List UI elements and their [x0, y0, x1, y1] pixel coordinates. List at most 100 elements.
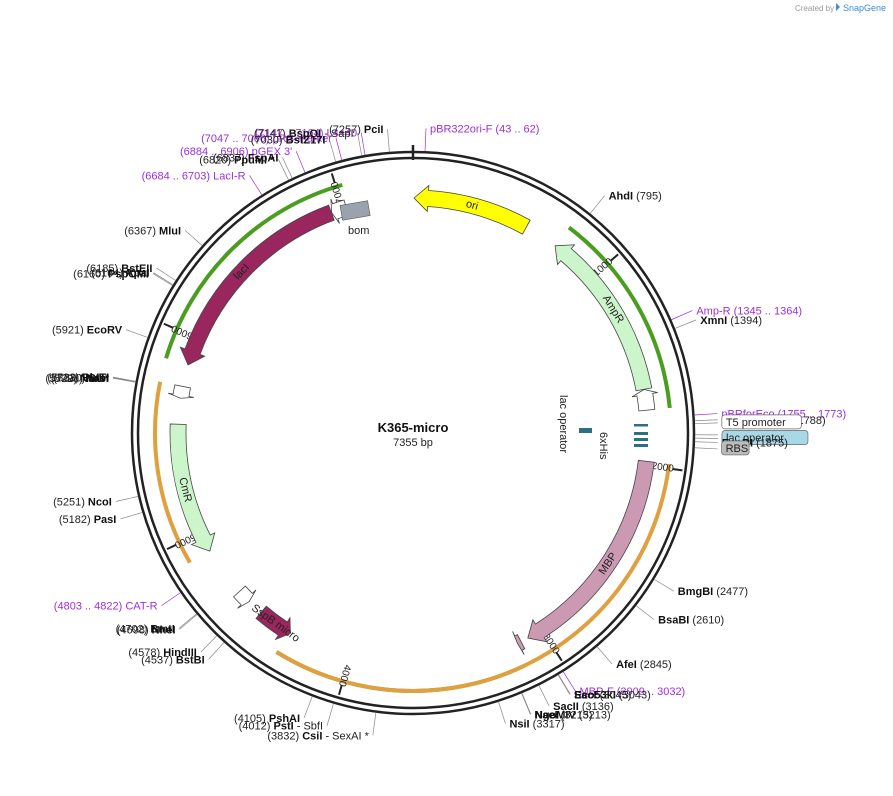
site-leader-pgex	[295, 151, 306, 173]
site-leader-nhei	[179, 614, 198, 630]
site-label-pcil: (7257) PciI	[329, 124, 383, 136]
tick-mark-3000	[555, 651, 563, 662]
plasmid-name: K365-micro	[378, 420, 449, 435]
site-leader-bmgbi	[653, 578, 674, 592]
site-label-mlui: (6367) MluI	[124, 225, 181, 237]
site-leader-saci	[557, 674, 571, 695]
site-label-nsii: NsiI (3317)	[509, 719, 564, 731]
site-leader-l4440	[360, 132, 366, 156]
site-text-nhei: (4698) NheI	[117, 624, 176, 636]
site-text-pgex: (6884 .. 6906) pGEX 3'	[180, 146, 292, 158]
site-leader-ncoi	[115, 496, 139, 502]
tick-mark-7000	[330, 173, 336, 184]
site-label-bstz: (7030) BstZ17I	[251, 135, 326, 147]
site-label-saci: SacI (3045)	[574, 690, 632, 702]
site-box-text-rbs: RBS	[726, 443, 749, 455]
site-box-text-t5: T5 promoter	[726, 417, 786, 429]
snapgene-logo-icon	[836, 3, 840, 11]
site-label-sacii: SacII (3136)	[553, 701, 614, 713]
site-leader-mlui	[184, 230, 203, 246]
site-leader-pshai	[303, 696, 313, 719]
site-text-nsii: NsiI (3317)	[509, 719, 564, 731]
site-label-xmni: XmnI (1394)	[700, 315, 762, 327]
site-label-bsteii: (6185) BstEII	[86, 263, 152, 275]
site-text-catr: (4803 .. 4822) CAT-R	[54, 601, 158, 613]
site-leader-csii	[372, 712, 377, 736]
site-text-pluti: (5732) PluTI	[47, 372, 109, 384]
site-leader-pbr322	[424, 128, 427, 152]
site-text-kasi: (5728) KasI	[51, 373, 109, 385]
site-text-bmgbi: BmgBI (2477)	[678, 586, 748, 598]
site-text-saci: SacI (3045)	[574, 690, 632, 702]
site-text-bstbi: (4537) BstBI	[141, 654, 205, 666]
site-label-ahdi: AhdI (795)	[609, 191, 662, 203]
bom-label: bom	[348, 225, 369, 237]
site-leader-bmti	[178, 613, 197, 629]
site-label-mbpf: MBP-F (3009 .. 3032)	[579, 686, 685, 698]
site-leader-pspomi	[152, 273, 173, 286]
feature-mbp	[527, 459, 655, 643]
site-text-lacir: (6684 .. 6703) LacI-R	[142, 170, 246, 182]
tick-label-2000: 2000	[651, 461, 675, 475]
site-label-bstbi: (4537) BstBI	[141, 654, 205, 666]
outer-arc-3	[275, 650, 527, 693]
site-label-bmgbi: BmgBI (2477)	[678, 586, 748, 598]
site-label-t5: T5 promoter	[721, 414, 802, 430]
site-label-kasi: (5728) KasI	[51, 373, 109, 385]
site-text-ncoi: (5251) NcoI	[53, 497, 112, 509]
site-label-apai: (6164) ApaI	[91, 268, 149, 280]
site-label-pluti: (5732) PluTI	[47, 372, 109, 384]
site-text-pbr322: pBR322ori-F (43 .. 62)	[430, 123, 539, 135]
site-text-pasi: (5182) PasI	[59, 514, 116, 526]
site-leader-kasi	[112, 377, 136, 383]
his-tag-blocks	[634, 424, 648, 447]
site-text-prs: (7047 .. 7066) pRS-marker	[201, 133, 332, 145]
site-leader-hindiii	[200, 635, 218, 653]
feature-ampr-promoter	[631, 389, 658, 412]
site-leader-psti	[326, 703, 334, 726]
site-leader-pcil	[387, 129, 390, 153]
site-label-rbs: RBS	[721, 440, 750, 456]
site-text-apai: (6164) ApaI	[91, 268, 149, 280]
site-text-ngomiv: NgoMIV (3213)	[535, 709, 611, 721]
lac-operator-block	[579, 428, 592, 433]
site-leader-bstbi	[208, 642, 225, 660]
feature-label-cmr: CmR	[176, 476, 194, 503]
outer-arc-4	[153, 381, 192, 564]
site-leader-ppumi	[278, 159, 289, 181]
site-label-nhei: (4698) NheI	[117, 624, 176, 636]
site-text-pspomi: (6160) PspOMI	[73, 269, 149, 281]
site-label-bmti: (4702) BmtI	[116, 623, 175, 635]
his6-label: 6xHis	[597, 432, 609, 460]
site-leader-mbpf	[562, 671, 576, 692]
site-text-sfoi: (5730) SfoI	[53, 373, 109, 385]
site-label-pspomi: (6160) PspOMI	[73, 269, 149, 281]
site-leader-naei	[521, 693, 531, 715]
site-text-ppumi: (6820) PpuMI *	[199, 154, 275, 166]
site-leader-pbrfor	[694, 413, 718, 416]
tick-mark-6000	[163, 322, 174, 329]
site-leader-afei	[596, 646, 613, 665]
site-label-hindiii: (4578) HindIII	[128, 647, 196, 659]
site-text-pshai: (4105) PshAI	[234, 713, 300, 725]
site-leader-ampr	[671, 310, 693, 321]
site-label-ecorv: (5921) EcoRV	[52, 325, 123, 337]
feature-label-ori: ori	[465, 198, 480, 213]
site-text-bstz: (7030) BstZ17I	[251, 135, 326, 147]
site-leader-bsteii	[156, 267, 176, 281]
site-leader-lacir	[249, 175, 263, 196]
site-label-ppumi: (6820) PpuMI *	[199, 154, 275, 166]
site-leader-paer7i	[694, 419, 718, 422]
site-leader-pluti	[113, 376, 136, 382]
site-leader-eco53ki	[558, 674, 571, 695]
site-leader-bspqi	[357, 133, 363, 156]
outer-arc-0	[567, 225, 672, 409]
tick-mark-1000	[609, 253, 619, 262]
site-text-csii: (3832) CsiI - SexAI *	[267, 730, 369, 742]
bom-block	[339, 200, 371, 221]
site-text-pcil: (7257) PciI	[329, 124, 383, 136]
site-leader-ecori	[694, 441, 718, 443]
site-leader-ecorv	[125, 329, 148, 338]
site-label-afei: AfeI (2845)	[616, 659, 672, 671]
